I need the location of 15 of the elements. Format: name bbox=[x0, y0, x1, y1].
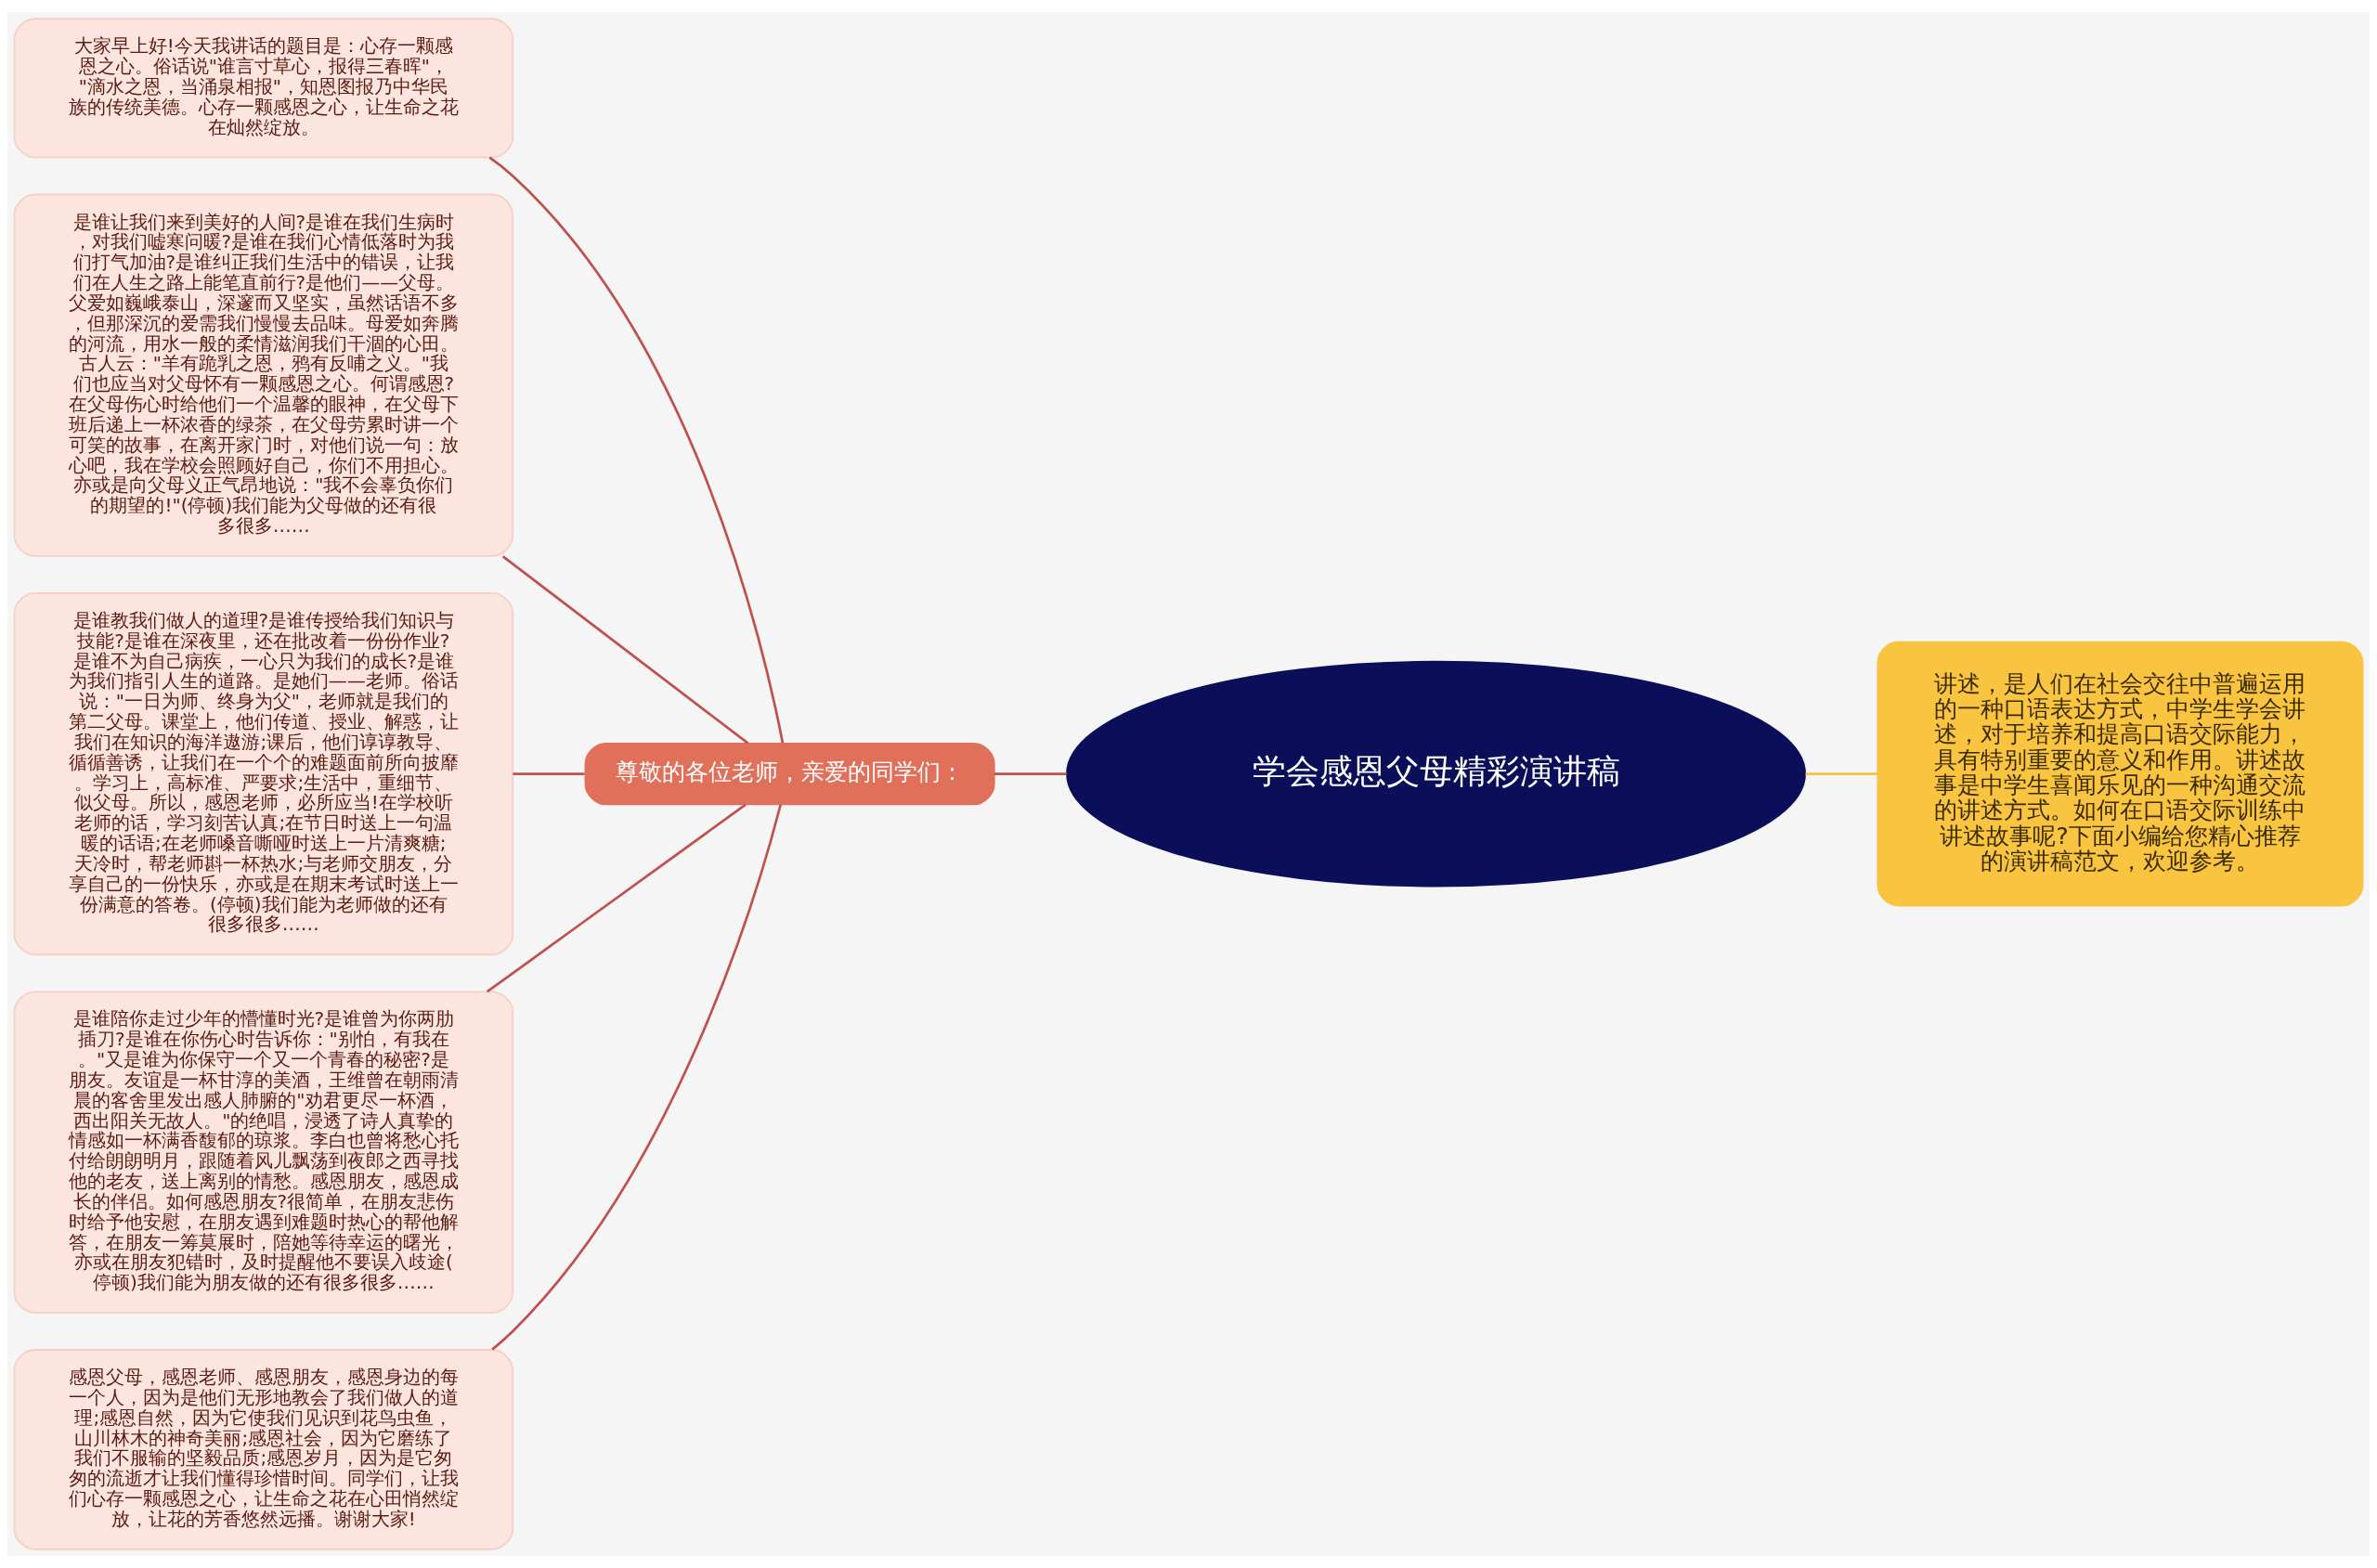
node-box: 是谁让我们来到美好的人间?是谁在我们生病时，对我们嘘寒问暖?是谁在我们心情低落时为我们打气加油?是谁纠正我们生活中的错误，让我们在人生之路上能笔直前行?是他们——父母。父爱如巍峨泰山，深邃而又坚实，虽然话语不多，但那深沉的爱需我们慢慢去品味。母爱如奔腾的河流，用水一般的柔情滋润我们干涸的心田。古人云："羊有跪乳之恩，鸦有反哺之义。"我们也应当对父母怀有一颗感恩之心。何谓感恩?在父母伤心时给他们一个温馨的眼神，在父母下班后递上一杯浓香的绿茶，在父母劳累时讲一个可笑的故事，在离开家门时，对他们说一句：放心吧，我在学校会照顾好自己，你们不用担心。亦或是向父母义正气昂地说："我不会辜负你们的期望的!"(停顿)我们能为父母做的还有很多很多…… bbox=[13, 193, 514, 557]
connector bbox=[488, 156, 785, 744]
connector bbox=[994, 772, 1067, 775]
connector bbox=[1805, 772, 1877, 775]
node-box: 是谁陪你走过少年的懵懂时光?是谁曾为你两肋插刀?是谁在你伤心时告诉你："别怕，有我在。"又是谁为你保守一个又一个青春的秘密?是朋友。友谊是一杯甘淳的美酒，王维曾在朝雨清晨的客舍里发出感人肺腑的"劝君更尽一杯酒，西出阳关无故人。"的绝唱，浸透了诗人真挚的情感如一杯满香馥郁的琼浆。李白也曾将愁心托付给朗朗明月，跟随着风儿飘荡到夜郎之西寻找他的老友，送上离别的情愁。感恩朋友，感恩成长的伴侣。如何感恩朋友?很简单，在朋友悲伤时给予他安慰，在朋友遇到难题时热心的帮他解答，在朋友一筹莫展时，陪她等待幸运的曙光，亦或在朋友犯错时，及时提醒他不要误入歧途(停顿)我们能为朋友做的还有很多很多…… bbox=[13, 991, 514, 1314]
connector bbox=[486, 803, 747, 993]
node-box: 大家早上好!今天我讲话的题目是：心存一颗感恩之心。俗话说"谁言寸草心，报得三春晖"，"滴水之恩，当涌泉相报"，知恩图报乃中华民族的传统美德。心存一颗感恩之心，让生命之花在灿然绽放。 bbox=[13, 18, 514, 159]
node-box: 讲述，是人们在社会交往中普遍运用的一种口语表达方式，中学生学会讲述，对于培养和提高口语交际能力，具有特别重要的意义和作用。讲述故事是中学生喜闻乐见的一种沟通交流的讲述方式。如何在口语交际训练中讲述故事呢?下面小编给您精心推荐的演讲稿范文，欢迎参考。 bbox=[1877, 641, 2364, 907]
node-ellipse: 学会感恩父母精彩演讲稿 bbox=[1066, 660, 1806, 888]
connector bbox=[501, 555, 749, 745]
connector bbox=[491, 804, 783, 1351]
connector bbox=[513, 772, 585, 775]
node-box: 是谁教我们做人的道理?是谁传授给我们知识与技能?是谁在深夜里，还在批改着一份份作业?是谁不为自己病疾，一心只为我们的成长?是谁为我们指引人生的道路。是她们——老师。俗话说："一日为师、终身为父"，老师就是我们的第二父母。课堂上，他们传道、授业、解惑，让我们在知识的海洋遨游;课后，他们谆谆教导、循循善诱，让我们在一个个的难题面前所向披靡。学习上，高标准、严要求;生活中，重细节、似父母。所以，感恩老师，必所应当!在学校听老师的话，学习刻苦认真;在节日时送上一句温暖的话语;在老师嗓音嘶哑时送上一片清爽糖;天冷时，帮老师斟一杯热水;与老师交朋友，分享自己的一份快乐，亦或是在期末考试时送上一份满意的答卷。(停顿)我们能为老师做的还有很多很多…… bbox=[13, 592, 514, 956]
node-box: 感恩父母，感恩老师、感恩朋友，感恩身边的每一个人，因为是他们无形地教会了我们做人的道理;感恩自然，因为它使我们见识到花鸟虫鱼，山川林木的神奇美丽;感恩社会，因为它磨练了我们不服输的坚毅品质;感恩岁月，因为是它匆匆的流逝才让我们懂得珍惜时间。同学们，让我们心存一颗感恩之心，让生命之花在心田悄然绽放，让花的芳香悠然远播。谢谢大家! bbox=[13, 1349, 514, 1550]
node-box: 尊敬的各位老师，亲爱的同学们： bbox=[584, 742, 995, 806]
